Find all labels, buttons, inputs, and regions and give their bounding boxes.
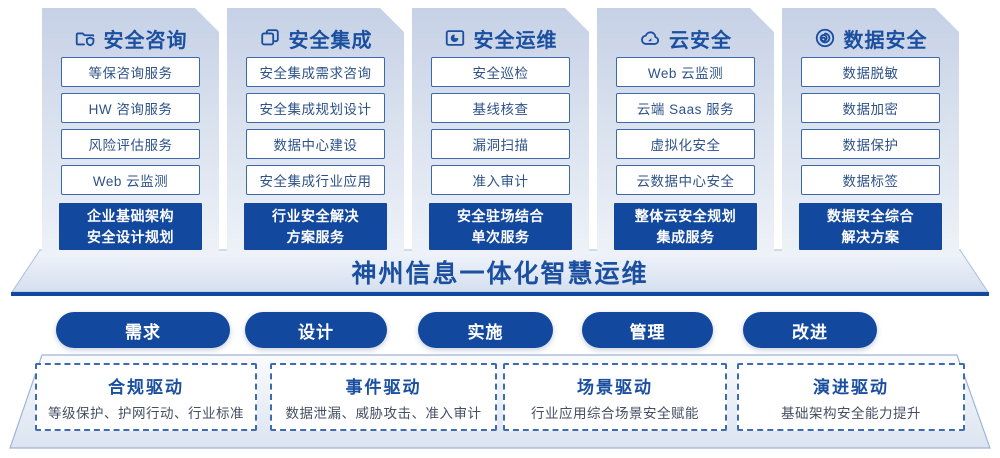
cloud-icon <box>639 27 661 49</box>
service-item: 安全集成规划设计 <box>246 93 385 123</box>
footer-line: 行业安全解决 <box>272 208 359 225</box>
service-column-security-operations: 安全运维 安全巡检 基线核查 漏洞扫描 准入审计 安全驻场结合 单次服务 <box>412 8 589 256</box>
column-header: 安全运维 <box>412 25 589 51</box>
footer-line: 整体云安全规划 <box>634 208 737 225</box>
service-item: 基线核查 <box>431 93 570 123</box>
column-header: 数据安全 <box>782 25 959 51</box>
process-pill-management: 管理 <box>582 312 713 348</box>
banner-title: 神州信息一体化智慧运维 <box>351 260 649 288</box>
service-column-cloud-security: 云安全 Web 云监测 云端 Saas 服务 虚拟化安全 云数据中心安全 整体云… <box>597 8 774 256</box>
column-title: 安全集成 <box>288 29 373 52</box>
spiral-icon <box>814 27 836 49</box>
banner-underline <box>11 292 989 296</box>
folder-chart-icon <box>444 27 466 49</box>
driver-desc: 数据泄漏、威胁攻击、准入审计 <box>285 405 482 421</box>
driver-title: 事件驱动 <box>345 377 422 397</box>
footer-line: 企业基础架构 <box>87 208 174 225</box>
service-column-security-integration: 安全集成 安全集成需求咨询 安全集成规划设计 数据中心建设 安全集成行业应用 行… <box>227 8 404 256</box>
service-item: 数据加密 <box>801 93 940 123</box>
driver-title: 演进驱动 <box>813 377 889 397</box>
driver-box-scenario: 场景驱动 行业应用综合场景安全赋能 <box>503 363 727 431</box>
service-item: 云端 Saas 服务 <box>616 93 755 123</box>
service-item: Web 云监测 <box>616 57 755 87</box>
service-item: 安全集成需求咨询 <box>246 57 385 87</box>
process-pill-implementation: 实施 <box>418 312 553 348</box>
column-title: 数据安全 <box>843 29 928 52</box>
column-header: 安全集成 <box>227 25 404 51</box>
footer-line: 单次服务 <box>471 228 530 245</box>
column-title: 安全运维 <box>473 29 558 52</box>
driver-desc: 等级保护、护网行动、行业标准 <box>48 405 244 421</box>
service-item: 数据标签 <box>801 165 940 195</box>
process-pill-requirements: 需求 <box>56 312 230 348</box>
service-item: 漏洞扫描 <box>431 129 570 159</box>
footer-line: 解决方案 <box>841 228 900 245</box>
column-footer: 数据安全综合 解决方案 <box>799 203 942 250</box>
service-column-data-security: 数据安全 数据脱敏 数据加密 数据保护 数据标签 数据安全综合 解决方案 <box>782 8 959 256</box>
service-item: 风险评估服务 <box>61 129 200 159</box>
service-item: Web 云监测 <box>61 165 200 195</box>
footer-line: 安全驻场结合 <box>457 208 544 225</box>
column-footer: 行业安全解决 方案服务 <box>244 203 387 250</box>
footer-line: 集成服务 <box>656 228 715 245</box>
process-pill-design: 设计 <box>245 312 387 348</box>
service-item: HW 咨询服务 <box>61 93 200 123</box>
column-footer: 整体云安全规划 集成服务 <box>614 203 757 250</box>
service-item: 云数据中心安全 <box>616 165 755 195</box>
driver-box-compliance: 合规驱动 等级保护、护网行动、行业标准 <box>35 363 257 431</box>
footer-line: 方案服务 <box>286 228 345 245</box>
column-title: 云安全 <box>669 29 732 52</box>
service-item: 准入审计 <box>431 165 570 195</box>
column-footer: 安全驻场结合 单次服务 <box>429 203 572 250</box>
service-item: 数据脱敏 <box>801 57 940 87</box>
documents-icon <box>259 27 281 49</box>
service-item: 等保咨询服务 <box>61 57 200 87</box>
column-header: 安全咨询 <box>42 25 219 51</box>
driver-desc: 基础架构安全能力提升 <box>781 405 921 421</box>
column-title: 安全咨询 <box>103 29 188 52</box>
driver-title: 合规驱动 <box>108 377 184 397</box>
service-column-security-consulting: 安全咨询 等保咨询服务 HW 咨询服务 风险评估服务 Web 云监测 企业基础架… <box>42 8 219 256</box>
driver-box-event: 事件驱动 数据泄漏、威胁攻击、准入审计 <box>270 363 497 431</box>
service-item: 安全巡检 <box>431 57 570 87</box>
process-pill-improvement: 改进 <box>743 312 877 348</box>
driver-desc: 行业应用综合场景安全赋能 <box>531 405 699 421</box>
folder-shield-icon <box>74 27 96 49</box>
service-item: 安全集成行业应用 <box>246 165 385 195</box>
footer-line: 数据安全综合 <box>827 208 914 225</box>
driver-title: 场景驱动 <box>577 377 653 397</box>
footer-line: 安全设计规划 <box>87 228 174 245</box>
service-item: 虚拟化安全 <box>616 129 755 159</box>
column-header: 云安全 <box>597 25 774 51</box>
service-item: 数据保护 <box>801 129 940 159</box>
column-footer: 企业基础架构 安全设计规划 <box>59 203 202 250</box>
service-item: 数据中心建设 <box>246 129 385 159</box>
driver-box-evolution: 演进驱动 基础架构安全能力提升 <box>737 363 965 431</box>
